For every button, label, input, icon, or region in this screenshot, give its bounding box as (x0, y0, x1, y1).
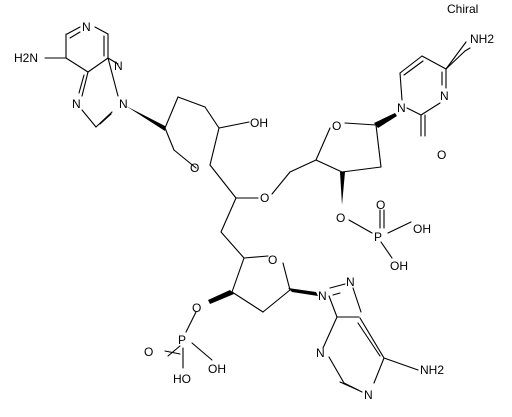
atom-p-right: P (374, 230, 382, 244)
atom-oh-phos-right-2: OH (390, 259, 408, 273)
atom-o-cytosine: O (437, 148, 446, 162)
atom-n-adenine-1d: N (119, 97, 128, 111)
atom-nh2-adenine-2: NH2 (420, 363, 444, 377)
atom-oh-phos-right-1: OH (413, 222, 431, 236)
atom-n-cytosine-1: N (397, 101, 406, 115)
atom-n-adenine-1c: N (72, 97, 81, 111)
atom-n-adenine-2d: N (364, 388, 373, 402)
adenine-top-left (44, 26, 165, 131)
atom-n-adenine-2c: N (316, 346, 325, 360)
atom-o-phos-right: O (336, 211, 345, 225)
atom-o-double-right: O (376, 198, 385, 212)
sugar-ring-bottom (208, 255, 318, 313)
atom-p-bottom: P (178, 333, 186, 347)
atom-o-ring-2: O (332, 119, 341, 133)
atom-n-cytosine-2: N (440, 89, 449, 103)
atom-n-adenine-1a: N (82, 20, 91, 34)
atom-o-double-bottom: O (144, 345, 153, 359)
atom-oh-top: OH (250, 116, 268, 130)
atom-o-ring-1: O (190, 161, 199, 175)
atom-o-ring-3: O (268, 253, 277, 267)
phosphate-right (348, 209, 412, 259)
atom-n-adenine-1b: N (114, 59, 123, 73)
atom-nh2-cytosine: NH2 (470, 32, 494, 46)
sugar-ring-right (315, 113, 397, 205)
chiral-label: Chiral (447, 2, 478, 16)
adenine-bottom-right (322, 283, 419, 393)
atom-o-ether: O (260, 191, 269, 205)
sugar-ring-top-left (164, 96, 250, 199)
atom-n-adenine-2b: N (346, 275, 355, 289)
atom-n-adenine-2a: N (318, 289, 327, 303)
central-linker (220, 159, 317, 259)
atom-o-phos-bottom: O (192, 301, 201, 315)
atom-ho-phos-bottom: HO (173, 372, 191, 386)
atom-h2n-adenine-1: H2N (14, 51, 38, 65)
atom-oh-phos-bottom: OH (208, 362, 226, 376)
cytosine (399, 41, 471, 137)
phosphate-bottom (164, 311, 213, 369)
